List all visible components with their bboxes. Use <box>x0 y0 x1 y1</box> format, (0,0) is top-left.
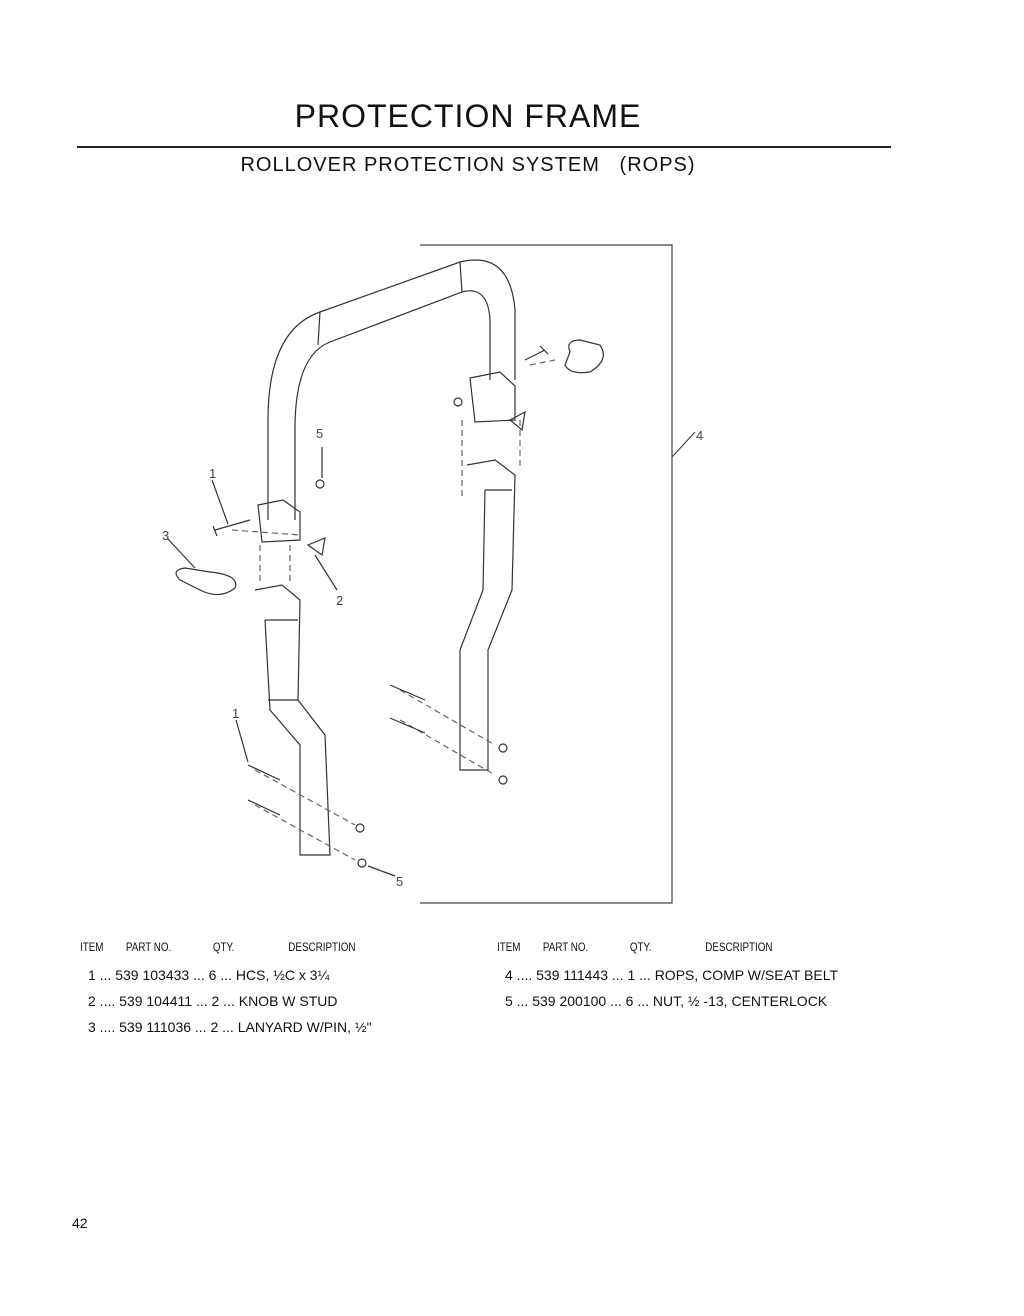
bolt-upper-right <box>524 345 549 361</box>
col-qty: QTY. <box>629 940 652 954</box>
title-rule <box>77 146 891 148</box>
callout-3: 3 <box>162 528 169 543</box>
col-description: DESCRIPTION <box>288 940 356 954</box>
part-row-3: 3 .... 539 111036 ... 2 ... LANYARD W/PI… <box>88 1019 372 1035</box>
parts-header-right: ITEM PART NO. QTY. DESCRIPTION <box>497 940 777 954</box>
col-item: ITEM <box>497 940 521 954</box>
bolt-lower-right-1 <box>389 684 426 701</box>
rops-lower-left-leg <box>254 584 331 856</box>
callout-2: 2 <box>336 593 343 608</box>
page-title: PROTECTION FRAME <box>294 98 642 134</box>
col-qty: QTY. <box>212 940 235 954</box>
callout-4: 4 <box>696 428 703 443</box>
col-description: DESCRIPTION <box>705 940 773 954</box>
callout-1-upper: 1 <box>209 466 216 481</box>
parts-list-left: ITEM PART NO. QTY. DESCRIPTION 1 ... 539… <box>80 940 416 1040</box>
col-item: ITEM <box>80 940 104 954</box>
col-part-no: PART NO. <box>542 940 589 954</box>
rops-lower-right-leg <box>459 459 516 771</box>
col-part-no: PART NO. <box>125 940 172 954</box>
bolt-lower-right-2 <box>389 717 426 734</box>
callout-5-upper: 5 <box>316 426 323 441</box>
lanyard-left <box>175 567 237 596</box>
page-number: 42 <box>72 1215 88 1231</box>
upper-right-plate <box>469 371 516 423</box>
knob-left <box>306 537 326 557</box>
part-row-4: 4 .... 539 111443 ... 1 ... ROPS, COMP W… <box>505 967 839 983</box>
part-row-5: 5 ... 539 200100 ... 6 ... NUT, ½ -13, C… <box>505 993 828 1009</box>
parts-header-left: ITEM PART NO. QTY. DESCRIPTION <box>80 940 356 954</box>
part-row-1: 1 ... 539 103433 ... 6 ... HCS, ½C x 3¼ <box>88 967 330 983</box>
lanyard-right <box>564 339 604 374</box>
parts-list-right: ITEM PART NO. QTY. DESCRIPTION 4 .... 53… <box>497 940 838 1014</box>
bolt-lower-left-2 <box>247 799 281 816</box>
part-row-2: 2 .... 539 104411 ... 2 ... KNOB W STUD <box>88 993 338 1009</box>
knob-right <box>508 410 526 432</box>
callout-5-lower: 5 <box>396 874 403 889</box>
bolt-lower-left-1 <box>247 764 281 781</box>
callout-1-lower: 1 <box>232 706 239 721</box>
page-subtitle: ROLLOVER PROTECTION SYSTEM (ROPS) <box>240 154 696 176</box>
upper-left-plate <box>257 499 301 543</box>
nut-upper <box>315 479 325 489</box>
bolt-upper-left <box>212 519 251 537</box>
assembly-bracket <box>420 244 673 904</box>
rops-upper-hoop <box>267 259 516 520</box>
